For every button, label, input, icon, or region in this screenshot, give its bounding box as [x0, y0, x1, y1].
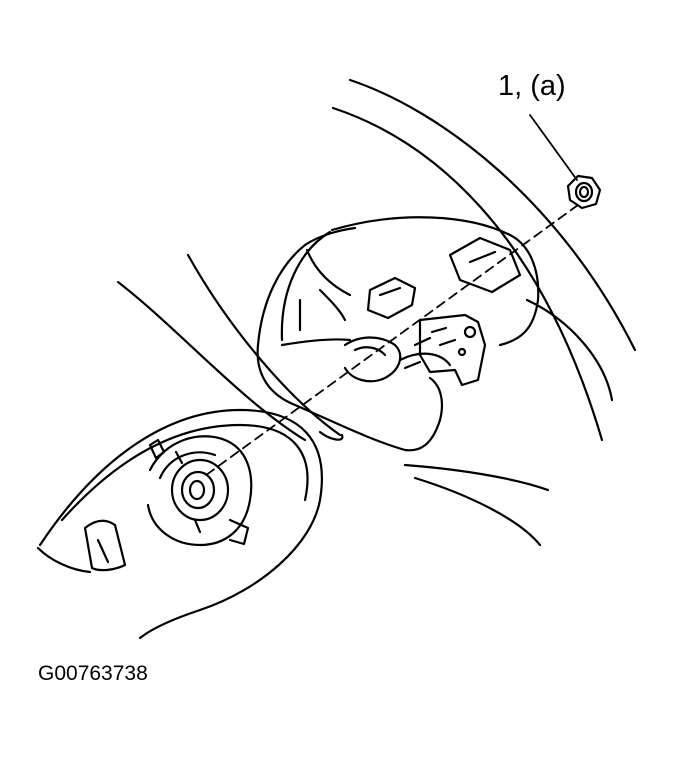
assembly-axis-dashed: [201, 204, 579, 479]
steering-pad-assembly: [36, 408, 323, 640]
steering-wheel-rim: [116, 78, 637, 547]
nut-icon: [566, 174, 602, 210]
callout-leader-line: [529, 114, 578, 181]
steering-column-parts: [343, 236, 522, 387]
part-callout-label: 1, (a): [498, 70, 566, 102]
steering-wheel-hub: [256, 216, 540, 452]
figure-code: G00763738: [38, 662, 148, 685]
